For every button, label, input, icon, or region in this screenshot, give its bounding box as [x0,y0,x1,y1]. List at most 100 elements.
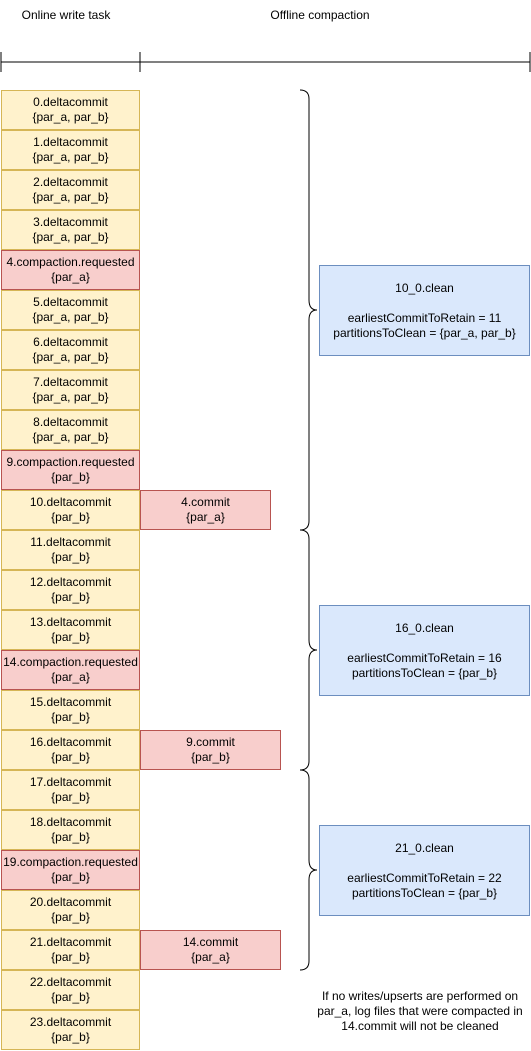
instant-partitions: {par_b} [51,950,90,964]
deltacommit-cell: 17.deltacommit{par_b} [1,770,140,810]
instant-partitions: {par_a, par_b} [32,150,109,164]
deltacommit-cell: 15.deltacommit{par_b} [1,690,140,730]
instant-name: 19.compaction.requested [3,855,138,869]
instant-partitions: {par_b} [51,790,90,804]
deltacommit-cell: 16.deltacommit{par_b} [1,730,140,770]
deltacommit-cell: 1.deltacommit{par_a, par_b} [1,130,140,170]
clean-partitions: partitionsToClean = {par_b} [351,665,498,680]
instant-name: 13.deltacommit [29,615,112,629]
instant-partitions: {par_b} [51,550,90,564]
instant-name: 11.deltacommit [30,535,111,549]
instant-partitions: {par_b} [51,470,90,484]
compaction-requested-cell: 4.compaction.requested{par_a} [1,250,140,290]
instant-partitions: {par_b} [51,630,90,644]
instant-name: 17.deltacommit [29,775,112,789]
commit-partitions: {par_a} [191,950,230,964]
instant-name: 2.deltacommit [33,175,108,189]
instant-partitions: {par_b} [51,1030,90,1044]
instant-name: 20.deltacommit [29,895,112,909]
compaction-requested-cell: 14.compaction.requested{par_a} [1,650,140,690]
clean-partitions: partitionsToClean = {par_b} [351,885,498,900]
clean-box-21: 21_0.clean earliestCommitToRetain = 22 p… [319,825,530,916]
instant-name: 5.deltacommit [33,295,108,309]
clean-retain: earliestCommitToRetain = 16 [347,650,502,665]
instant-name: 16.deltacommit [29,735,112,749]
instant-name: 9.compaction.requested [6,455,135,469]
clean-title: 16_0.clean [395,620,454,635]
instant-partitions: {par_b} [51,990,90,1004]
deltacommit-cell: 23.deltacommit{par_b} [1,1010,140,1050]
annotation-note: If no writes/upserts are performed on pa… [311,989,529,1034]
clean-box-16: 16_0.clean earliestCommitToRetain = 16 p… [319,605,530,696]
instant-name: 3.deltacommit [33,215,108,229]
instant-name: 18.deltacommit [29,815,112,829]
clean-title: 10_0.clean [395,280,454,295]
compaction-commit-14: 14.commit {par_a} [140,930,281,970]
header-online-write-task: Online write task [21,8,111,22]
brace-clean-16 [299,529,318,771]
deltacommit-cell: 0.deltacommit{par_a, par_b} [1,90,140,130]
instant-name: 23.deltacommit [29,1015,112,1029]
note-line: If no writes/upserts are performed on [321,989,519,1003]
clean-retain: earliestCommitToRetain = 11 [347,310,502,325]
instant-name: 14.compaction.requested [3,655,138,669]
header-offline-compaction: Offline compaction [270,8,370,22]
clean-partitions: partitionsToClean = {par_a, par_b} [333,325,516,340]
instant-name: 15.deltacommit [29,695,112,709]
commit-name: 14.commit [182,935,239,949]
note-line: par_a, log files that were compacted in [317,1004,523,1018]
instant-partitions: {par_a} [51,670,90,684]
instant-name: 0.deltacommit [33,95,108,109]
instant-partitions: {par_b} [51,510,90,524]
deltacommit-cell: 6.deltacommit{par_a, par_b} [1,330,140,370]
clean-retain: earliestCommitToRetain = 22 [347,870,502,885]
deltacommit-cell: 8.deltacommit{par_a, par_b} [1,410,140,450]
compaction-requested-cell: 9.compaction.requested{par_b} [1,450,140,490]
instant-name: 4.compaction.requested [6,255,135,269]
instant-name: 1.deltacommit [33,135,108,149]
deltacommit-cell: 18.deltacommit{par_b} [1,810,140,850]
instant-partitions: {par_a, par_b} [32,190,109,204]
instant-partitions: {par_a, par_b} [32,430,109,444]
deltacommit-cell: 22.deltacommit{par_b} [1,970,140,1010]
brace-clean-10 [299,89,318,531]
deltacommit-cell: 10.deltacommit{par_b} [1,490,140,530]
instant-name: 6.deltacommit [33,335,108,349]
instant-partitions: {par_a, par_b} [32,230,109,244]
deltacommit-cell: 2.deltacommit{par_a, par_b} [1,170,140,210]
deltacommit-cell: 3.deltacommit{par_a, par_b} [1,210,140,250]
instant-partitions: {par_b} [51,910,90,924]
instant-partitions: {par_b} [51,870,90,884]
instant-partitions: {par_a, par_b} [32,390,109,404]
brace-clean-21 [299,769,318,971]
clean-title: 21_0.clean [395,840,454,855]
instant-name: 21.deltacommit [29,935,112,949]
instant-partitions: {par_b} [51,590,90,604]
deltacommit-cell: 20.deltacommit{par_b} [1,890,140,930]
instant-partitions: {par_b} [51,710,90,724]
deltacommit-cell: 11.deltacommit{par_b} [1,530,140,570]
instant-partitions: {par_b} [51,750,90,764]
deltacommit-cell: 7.deltacommit{par_a, par_b} [1,370,140,410]
deltacommit-cell: 5.deltacommit{par_a, par_b} [1,290,140,330]
instant-name: 12.deltacommit [29,575,112,589]
deltacommit-cell: 13.deltacommit{par_b} [1,610,140,650]
instant-name: 22.deltacommit [29,975,112,989]
instant-partitions: {par_a, par_b} [32,310,109,324]
instant-name: 7.deltacommit [33,375,108,389]
instant-partitions: {par_a, par_b} [32,110,109,124]
commit-name: 4.commit [181,495,230,509]
compaction-commit-4: 4.commit {par_a} [140,490,271,530]
clean-box-10: 10_0.clean earliestCommitToRetain = 11 p… [319,265,530,356]
commit-partitions: {par_a} [186,510,225,524]
instant-partitions: {par_a} [51,270,90,284]
commit-name: 9.commit [186,735,235,749]
instant-name: 8.deltacommit [33,415,108,429]
instant-partitions: {par_a, par_b} [32,350,109,364]
note-line: 14.commit will not be cleaned [341,1019,499,1033]
compaction-requested-cell: 19.compaction.requested{par_b} [1,850,140,890]
compaction-commit-9: 9.commit {par_b} [140,730,281,770]
instant-name: 10.deltacommit [29,495,112,509]
deltacommit-cell: 21.deltacommit{par_b} [1,930,140,970]
